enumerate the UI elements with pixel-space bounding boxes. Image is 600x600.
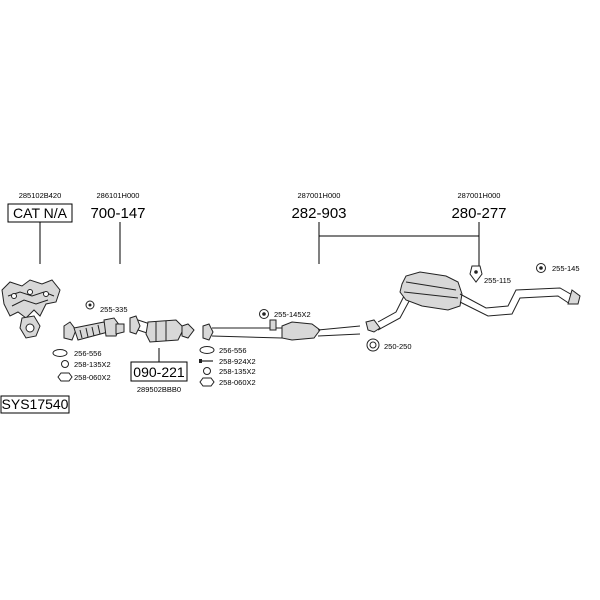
catalytic-converter[interactable] bbox=[129, 315, 195, 343]
rear-silencer-part-number[interactable]: 280-277 bbox=[451, 205, 506, 222]
rubber-hanger-icon bbox=[469, 265, 483, 283]
gasket-icon bbox=[52, 349, 68, 357]
hanger-icon bbox=[259, 309, 269, 319]
accessory-255-115[interactable]: 255-115 bbox=[484, 276, 511, 285]
front-pipe-oe-number: 286101H000 bbox=[97, 191, 140, 200]
hanger-icon bbox=[536, 263, 546, 273]
accessory-258-060x2-a[interactable]: 258-060X2 bbox=[74, 373, 111, 382]
manifold-oe-number: 285102B420 bbox=[19, 191, 62, 200]
accessory-256-556-b[interactable]: 256-556 bbox=[219, 346, 247, 355]
spring-icon bbox=[203, 367, 211, 375]
nut-icon bbox=[57, 372, 73, 382]
rear-silencer-oe-number: 287001H000 bbox=[458, 191, 501, 200]
front-pipe-part-number[interactable]: 700-147 bbox=[90, 205, 145, 222]
front-flex-pipe[interactable] bbox=[63, 317, 125, 341]
exhaust-manifold[interactable] bbox=[1, 279, 61, 339]
manifold-part-number[interactable]: CAT N/A bbox=[13, 205, 68, 221]
system-code: SYS17540 bbox=[2, 396, 69, 412]
middle-silencer-pipe[interactable] bbox=[202, 319, 361, 341]
system-code-box bbox=[0, 395, 70, 414]
accessory-256-556-a[interactable]: 256-556 bbox=[74, 349, 102, 358]
bolt-icon bbox=[199, 359, 213, 363]
accessory-250-250[interactable]: 250-250 bbox=[384, 342, 412, 351]
accessory-258-135x2-a[interactable]: 258-135X2 bbox=[74, 360, 111, 369]
accessory-258-135x2-b[interactable]: 258-135X2 bbox=[219, 367, 256, 376]
nut-icon bbox=[199, 377, 215, 387]
middle-silencer-part-number[interactable]: 282-903 bbox=[291, 205, 346, 222]
clamp-icon bbox=[366, 338, 380, 352]
accessory-255-145[interactable]: 255-145 bbox=[552, 264, 580, 273]
gasket-255-335 bbox=[85, 300, 95, 310]
accessory-258-060x2-b[interactable]: 258-060X2 bbox=[219, 378, 256, 387]
gasket-icon bbox=[199, 346, 215, 354]
spring-icon bbox=[61, 360, 69, 368]
middle-silencer-oe-number: 287001H000 bbox=[298, 191, 341, 200]
accessory-258-924x2[interactable]: 258-924X2 bbox=[219, 357, 256, 366]
accessory-255-335[interactable]: 255-335 bbox=[100, 305, 128, 314]
catalyst-oe-number: 289502BBB0 bbox=[137, 385, 181, 394]
accessory-255-145x2[interactable]: 255-145X2 bbox=[274, 310, 311, 319]
rear-silencer[interactable] bbox=[365, 271, 581, 333]
catalyst-part-number[interactable]: 090-221 bbox=[133, 364, 185, 380]
